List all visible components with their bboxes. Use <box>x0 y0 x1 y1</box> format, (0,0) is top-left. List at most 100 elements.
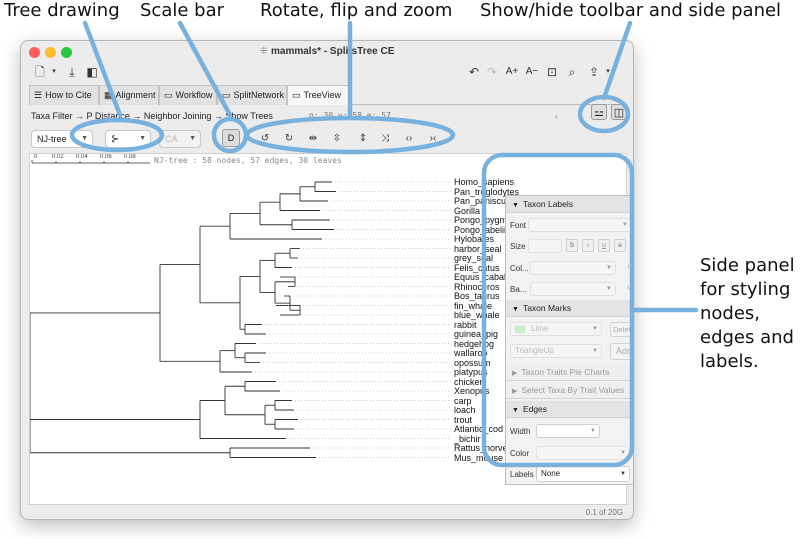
taxon-label[interactable]: Bos_taurus <box>454 291 500 301</box>
minimize-window-button[interactable] <box>45 47 56 58</box>
strikethrough-button[interactable]: s <box>614 239 626 252</box>
share-icon[interactable]: ⇪ <box>588 65 600 79</box>
tab-how-to-cite[interactable]: ☰How to Cite <box>29 85 99 105</box>
font-decrease-button[interactable]: A− <box>525 66 539 77</box>
taxon-label[interactable]: loach <box>454 405 476 415</box>
edge-color-picker[interactable]: ▼ <box>536 446 630 460</box>
taxon-label[interactable]: Mus_mouse <box>454 452 504 463</box>
label-background-label: Ba... <box>510 285 527 294</box>
expand-vertical-icon[interactable]: ⇕ <box>358 133 368 144</box>
tab-workflow[interactable]: ▭Workflow <box>159 85 217 105</box>
taxon-label[interactable]: chicken <box>454 376 485 387</box>
new-document-icon[interactable]: 🗋 <box>35 65 45 79</box>
size-field[interactable] <box>528 239 562 253</box>
taxon-label[interactable]: grey_seal <box>454 253 494 263</box>
font-select[interactable]: ▼ <box>528 218 632 232</box>
taxon-marks-section-header[interactable]: ▼Taxon Marks <box>506 300 633 317</box>
taxon-label[interactable]: Atlantic_cod <box>454 424 504 434</box>
edge-width-field[interactable]: ▼ <box>536 424 600 438</box>
contract-vertical-icon[interactable]: ⤨ <box>381 133 389 144</box>
zoom-icon[interactable]: ⊡ <box>546 65 558 79</box>
caption-line: edges and <box>700 327 794 348</box>
taxon-label[interactable]: Gorilla <box>454 205 481 216</box>
mark-color-picker[interactable]: Lime▼ <box>510 322 602 336</box>
add-mark-button[interactable]: Add <box>610 343 633 360</box>
taxon-label[interactable]: wallaroo <box>454 348 488 358</box>
scale-tick-label: 0 <box>34 154 38 160</box>
rotate-right-icon[interactable]: ↻ <box>284 133 294 144</box>
tree-diagram-select[interactable]: ⊱▼ <box>105 130 151 148</box>
bold-button[interactable]: b <box>566 239 578 252</box>
delete-mark-button[interactable]: Delete <box>610 322 633 337</box>
taxon-label[interactable]: Rhinoceros <box>454 281 500 292</box>
tab-tree-view[interactable]: ▭TreeView <box>287 85 351 105</box>
taxon-label[interactable]: fin_whale <box>454 300 493 311</box>
triangle-down-icon: ▼ <box>512 202 519 209</box>
tab-alignment[interactable]: ▦Alignment <box>99 85 159 105</box>
tab-split-network[interactable]: ▭SplitNetwork <box>217 85 287 105</box>
taxon-label[interactable]: harbor_seal <box>454 243 502 254</box>
mark-shape-select[interactable]: TriangleUp▼ <box>510 344 602 358</box>
toggle-side-panel-button[interactable]: ◫ <box>611 104 627 120</box>
contract-horizontal-icon[interactable]: ›‹ <box>429 133 437 144</box>
chevron-down-icon[interactable]: ▾ <box>606 68 610 75</box>
edge-labels-select[interactable]: None▼ <box>536 466 630 482</box>
taxon-label[interactable]: Pan_paniscus <box>454 196 511 206</box>
undo-icon[interactable]: ↶ <box>468 65 480 79</box>
triangle-right-icon: ▶ <box>512 388 518 395</box>
italic-button[interactable]: i <box>582 239 594 252</box>
taxon-label[interactable]: blue_whale <box>454 310 500 320</box>
taxon-label[interactable]: rabbit <box>454 319 477 330</box>
flip-horizontal-icon[interactable]: ⇹ <box>308 133 318 144</box>
chevron-down-icon[interactable]: ▾ <box>52 68 56 75</box>
taxon-label[interactable]: opossum <box>454 357 491 368</box>
tab-label: Workflow <box>175 90 213 100</box>
taxon-label[interactable]: platypus <box>454 367 488 377</box>
expand-horizontal-icon[interactable]: ‹› <box>405 133 413 144</box>
tree-select[interactable]: NJ-tree▼ <box>31 130 93 148</box>
redo-icon[interactable]: ↷ <box>486 65 498 79</box>
rotate-left-icon[interactable]: ↺ <box>260 133 270 144</box>
zoom-window-button[interactable] <box>61 47 72 58</box>
close-window-button[interactable] <box>29 47 40 58</box>
tree-diagram-icon: ⊱ <box>111 134 120 145</box>
font-increase-button[interactable]: A+ <box>505 66 519 77</box>
select-by-trait-section-header[interactable]: ▶Select Taxa By Trait Values <box>506 382 633 399</box>
edges-section-header[interactable]: ▼Edges <box>506 401 633 418</box>
sidebar-icon[interactable]: ◧ <box>86 65 98 79</box>
taxon-labels-section-header[interactable]: ▼Taxon Labels <box>506 196 633 213</box>
label-color-picker[interactable]: ▼ <box>530 261 616 275</box>
chevron-down-icon: ▼ <box>620 450 626 456</box>
label-color-label: Col... <box>510 264 529 273</box>
taxon-label[interactable]: Xenopus <box>454 386 490 396</box>
reset-icon[interactable]: ↺ <box>627 283 634 292</box>
taxon-label[interactable]: guinea_pig <box>454 329 499 339</box>
chevron-down-icon: ▼ <box>592 348 598 354</box>
pie-charts-section-header[interactable]: ▶Taxon Traits Pie Charts <box>506 364 633 381</box>
search-icon[interactable]: ⌕ <box>568 65 576 79</box>
scale-bar-toggle-button[interactable]: D <box>222 129 240 147</box>
triangle-down-icon: ▼ <box>512 306 519 313</box>
taxon-label[interactable]: Felis_catus <box>454 262 500 273</box>
underline-button[interactable]: u <box>598 239 610 252</box>
tree-view-toolbar: NJ-tree▼ ⊱▼ CA▼ D ↺ ↻ ⇹ ⇳ ⇕ ⤨ ‹› ›‹ <box>29 127 629 151</box>
lines-icon: ☰ <box>34 90 43 100</box>
reset-icon[interactable]: ↺ <box>627 262 634 271</box>
taxon-label[interactable]: _bichir <box>454 433 481 444</box>
toggle-toolbar-button[interactable]: ⚍ <box>591 104 607 120</box>
taxon-label[interactable]: Pongo_abelii <box>454 224 507 235</box>
label-background-picker[interactable]: ▼ <box>530 282 616 296</box>
taxon-label[interactable]: Hylobates <box>454 234 495 244</box>
taxon-label[interactable]: Homo_sapiens <box>454 177 515 187</box>
taxon-label[interactable]: hedgehog <box>454 338 495 349</box>
side-panel: ▼Taxon Labels Font ▼ Size b i u s Col...… <box>505 195 634 485</box>
window-icon: ▭ <box>164 90 173 100</box>
taxon-label[interactable]: carp <box>454 395 472 406</box>
chevron-down-icon: ▼ <box>606 286 612 292</box>
taxon-label[interactable]: trout <box>454 414 473 425</box>
chevron-left-icon[interactable]: ‹ <box>555 111 558 121</box>
layout-select[interactable]: CA▼ <box>159 130 201 148</box>
flip-vertical-icon[interactable]: ⇳ <box>332 133 342 144</box>
chevron-down-icon: ▼ <box>139 135 146 142</box>
download-icon[interactable]: ⤓ <box>69 65 75 79</box>
